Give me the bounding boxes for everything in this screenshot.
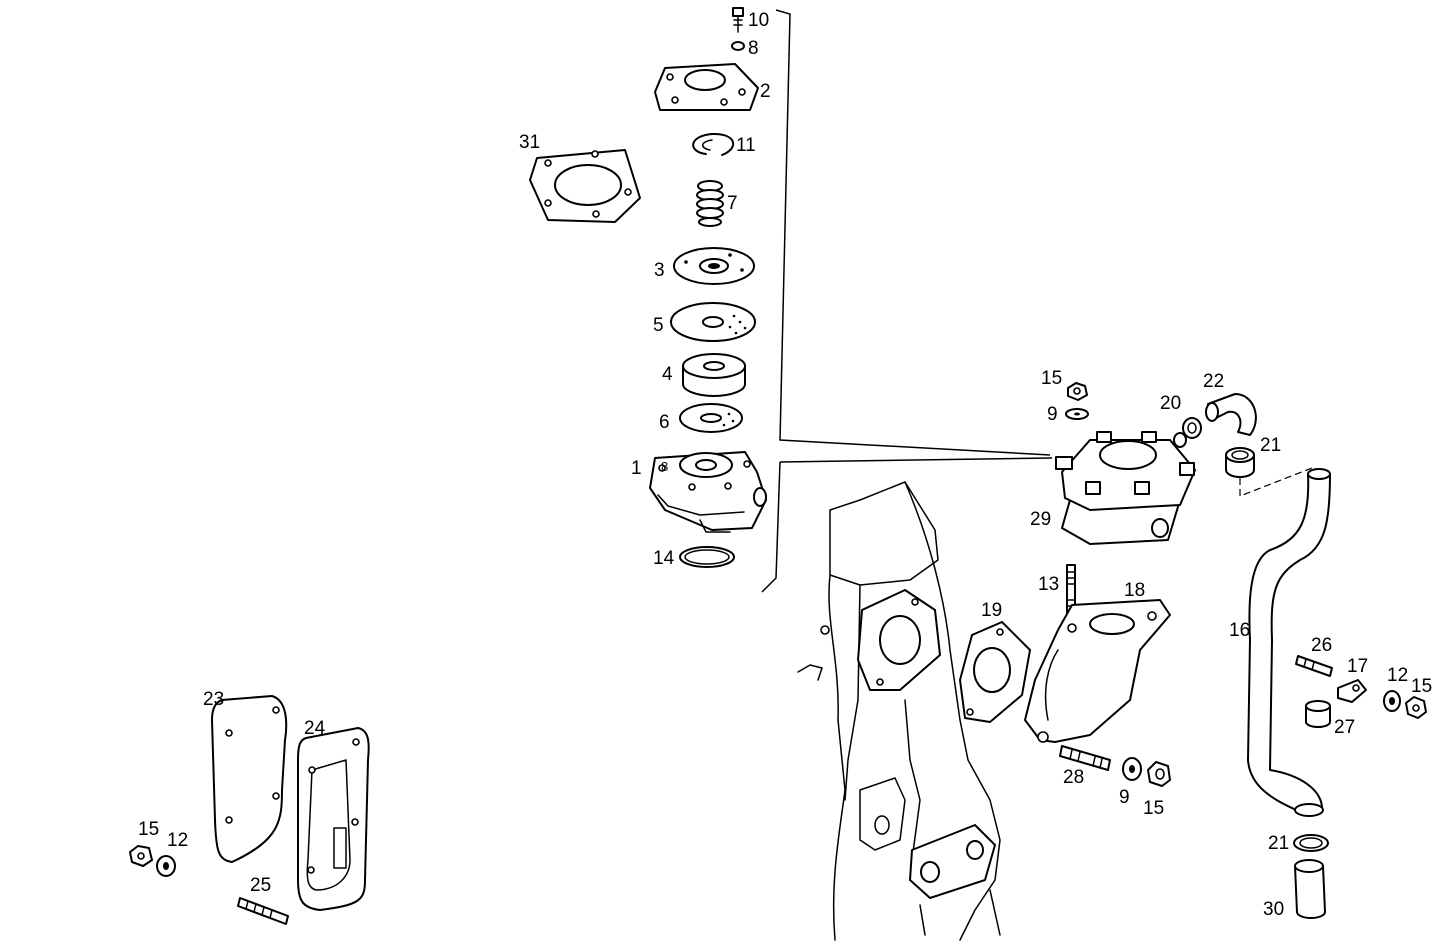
- callout-22: 22: [1203, 371, 1224, 392]
- part-15-nut-bottom: [1147, 761, 1171, 787]
- part-15-nut-left: [129, 845, 153, 867]
- part-27-bush: [1305, 700, 1331, 728]
- callout-15-bottom: 15: [1143, 798, 1164, 819]
- part-31-gasket: [529, 149, 641, 223]
- callout-28: 28: [1063, 767, 1084, 788]
- callout-1: 1: [631, 458, 642, 479]
- part-8-washer-top: [731, 41, 745, 51]
- part-4-spacer-ring: [682, 353, 746, 397]
- part-11-circlip: [692, 132, 735, 156]
- callout-2: 2: [760, 81, 771, 102]
- callout-10: 10: [748, 10, 769, 31]
- part-28-stud: [1059, 745, 1111, 771]
- callout-7: 7: [727, 193, 738, 214]
- part-21-hose-clamp-bottom: [1293, 834, 1329, 852]
- callout-19: 19: [981, 600, 1002, 621]
- callout-9-top: 9: [1047, 404, 1058, 425]
- callout-21-top: 21: [1260, 435, 1281, 456]
- part-12-washer-right: [1383, 690, 1401, 712]
- callout-9-bottom: 9: [1119, 787, 1130, 808]
- callout-5: 5: [653, 315, 664, 336]
- part-21-hose-clamp-top: [1225, 447, 1255, 478]
- part-20-banjo-washer: [1182, 417, 1202, 439]
- callout-12-left: 12: [167, 830, 188, 851]
- callout-24: 24: [304, 718, 326, 739]
- part-9-washer-bottom: [1122, 757, 1142, 781]
- callout-27: 27: [1334, 717, 1355, 738]
- part-17-clip: [1337, 679, 1367, 703]
- part-16-fuel-hose: [1247, 468, 1331, 817]
- callout-20: 20: [1160, 393, 1181, 414]
- callout-4: 4: [662, 364, 673, 385]
- callout-11: 11: [736, 135, 756, 156]
- part-1-pump-body: [649, 451, 767, 533]
- callout-8: 8: [748, 38, 759, 59]
- callout-17: 17: [1347, 656, 1368, 677]
- part-2-pump-cover: [654, 63, 759, 111]
- callout-25: 25: [250, 875, 271, 896]
- callout-18: 18: [1124, 580, 1145, 601]
- part-24-cover-gasket: [297, 727, 370, 911]
- callout-31: 31: [519, 132, 540, 153]
- part-12-washer-left: [156, 855, 176, 877]
- callout-15-left: 15: [138, 819, 159, 840]
- part-14-o-ring: [679, 546, 735, 568]
- callout-26: 26: [1311, 635, 1332, 656]
- callout-15-top: 15: [1041, 368, 1062, 389]
- callout-29: 29: [1030, 509, 1051, 530]
- part-7-spring: [696, 180, 724, 227]
- part-18-mounting-bracket: [1024, 599, 1171, 743]
- callout-8-body: 8: [661, 459, 668, 474]
- callout-6: 6: [659, 412, 670, 433]
- callout-16: 16: [1229, 620, 1250, 641]
- part-9-washer-top: [1065, 408, 1089, 420]
- callout-labels: 10 8 2 31 11 7 3 5 4 6 1 8 14 15 9 22 20…: [138, 10, 1432, 920]
- callout-12-right: 12: [1387, 665, 1408, 686]
- part-10-bolt: [732, 7, 744, 33]
- engine-block-outline: [797, 481, 1001, 941]
- part-29-fuel-pump-assembly: [1055, 431, 1196, 545]
- part-15-nut-top: [1067, 382, 1088, 401]
- part-6-diaphragm: [679, 403, 743, 433]
- part-22-elbow-fitting: [1205, 393, 1257, 436]
- part-13-stud: [1066, 564, 1076, 614]
- part-19-gasket: [959, 621, 1031, 723]
- assembly-bracket-lines: [761, 9, 1313, 593]
- part-30-hose-stub: [1294, 859, 1326, 919]
- callout-21-bottom: 21: [1268, 833, 1289, 854]
- part-23-cover-plate: [211, 695, 288, 863]
- part-3-diaphragm-plate: [673, 247, 755, 285]
- part-5-diaphragm: [670, 302, 756, 342]
- callout-13: 13: [1038, 574, 1059, 595]
- callout-23: 23: [203, 689, 224, 710]
- callout-30: 30: [1263, 899, 1284, 920]
- callout-3: 3: [654, 260, 665, 281]
- part-26-stud: [1295, 655, 1333, 677]
- part-25-stud: [237, 897, 289, 925]
- part-15-nut-right: [1405, 696, 1427, 719]
- callout-15-right: 15: [1411, 676, 1432, 697]
- callout-14: 14: [653, 548, 675, 569]
